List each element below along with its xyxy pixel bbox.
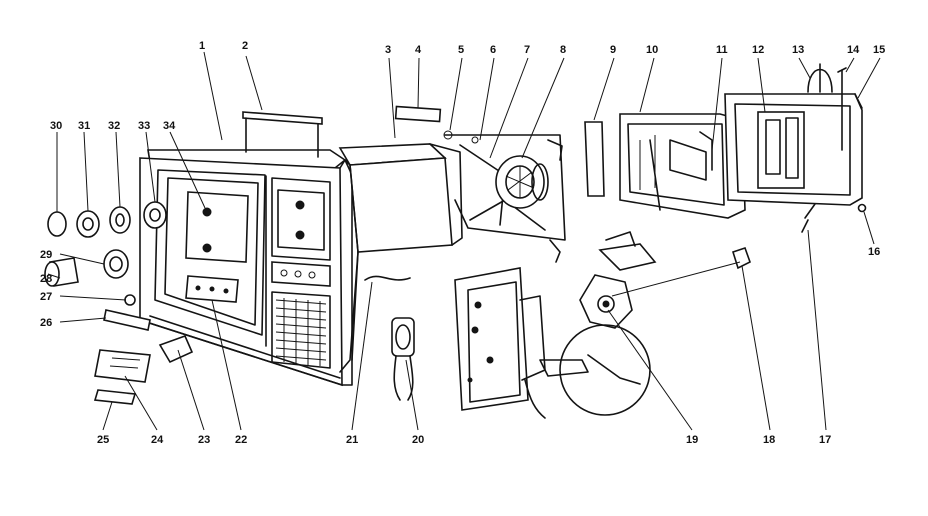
callout-31: 31 [78, 120, 90, 132]
callout-23: 23 [198, 434, 210, 446]
bottom-small-parts [93, 309, 194, 405]
callout-6: 6 [490, 44, 496, 56]
callout-8: 8 [560, 44, 566, 56]
callout-32: 32 [108, 120, 120, 132]
callout-15: 15 [873, 44, 885, 56]
connector-17 [801, 203, 816, 233]
tv-cabinet [139, 149, 353, 387]
back-cover [724, 63, 863, 206]
carry-handle [242, 111, 323, 158]
callout-25: 25 [97, 434, 109, 446]
picture-tube-assembly [443, 130, 566, 263]
callout-34: 34 [163, 120, 176, 132]
screw-16 [857, 203, 867, 213]
callout-16: 16 [868, 246, 880, 258]
callout-26: 26 [40, 317, 52, 329]
knobs [44, 201, 167, 306]
callout-7: 7 [524, 44, 530, 56]
callout-1: 1 [199, 40, 205, 52]
callout-30: 30 [50, 120, 62, 132]
callout-28: 28 [40, 273, 52, 285]
callout-labels: 1 2 3 4 5 6 7 8 9 10 11 12 13 14 15 16 1… [40, 40, 885, 446]
callout-12: 12 [752, 44, 764, 56]
callout-5: 5 [458, 44, 464, 56]
wire-21 [364, 275, 411, 281]
callout-27: 27 [40, 291, 52, 303]
callout-13: 13 [792, 44, 804, 56]
rear-panel-assembly [584, 113, 746, 219]
label-plate [394, 105, 442, 123]
callout-4: 4 [415, 44, 422, 56]
callout-18: 18 [763, 434, 775, 446]
callout-14: 14 [847, 44, 860, 56]
callout-11: 11 [716, 44, 728, 56]
callout-2: 2 [242, 40, 248, 52]
callout-10: 10 [646, 44, 658, 56]
rear-cabinet-shell [338, 143, 463, 373]
callout-33: 33 [138, 120, 150, 132]
callout-19: 19 [686, 434, 698, 446]
callout-9: 9 [610, 44, 616, 56]
callout-17: 17 [819, 434, 831, 446]
callout-3: 3 [385, 44, 391, 56]
switch-assembly [539, 231, 751, 416]
speaker-20 [391, 317, 415, 401]
callout-29: 29 [40, 249, 52, 261]
leader-lines [47, 51, 881, 431]
callout-22: 22 [235, 434, 247, 446]
chassis-board [454, 267, 546, 419]
callout-21: 21 [346, 434, 358, 446]
callout-24: 24 [151, 434, 164, 446]
callout-20: 20 [412, 434, 424, 446]
